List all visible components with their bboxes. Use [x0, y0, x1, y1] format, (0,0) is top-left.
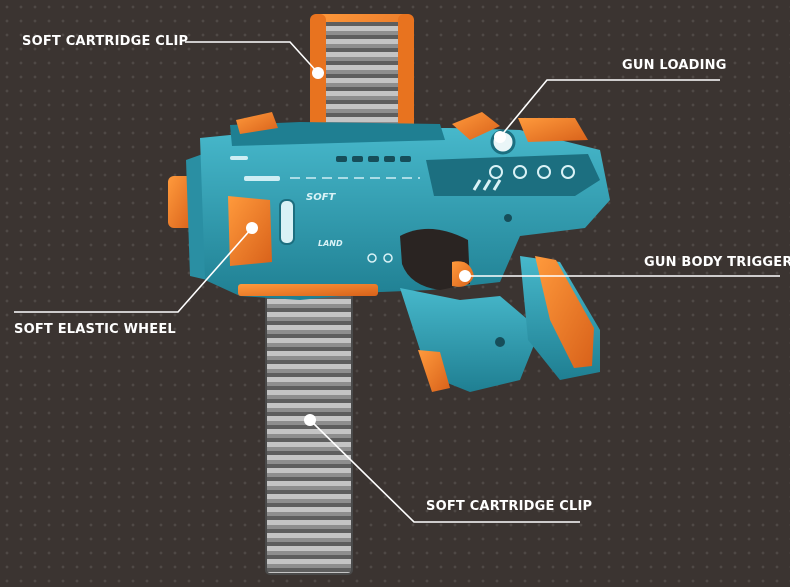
label-bottom-cartridge-clip: SOFT CARTRIDGE CLIP [426, 499, 593, 514]
callout-lines [14, 41, 780, 523]
callout-dot-loading [494, 131, 506, 143]
callout-line-top-clip [185, 41, 319, 74]
label-soft-elastic-wheel: SOFT ELASTIC WHEEL [14, 322, 176, 337]
label-top-cartridge-clip: SOFT CARTRIDGE CLIP [22, 34, 189, 49]
callout-dot-wheel [246, 222, 258, 234]
top-cartridge-clip [310, 14, 414, 132]
callout-dot-top-clip [312, 67, 324, 79]
grip-insert [535, 256, 594, 368]
callout-dots [246, 67, 506, 426]
callout-line-loading [499, 79, 720, 138]
blaster-body [168, 112, 610, 392]
callout-dot-trigger [459, 270, 471, 282]
label-gun-body-trigger: GUN BODY TRIGGER [644, 255, 790, 270]
label-gun-loading: GUN LOADING [622, 58, 727, 73]
brand-decal: SOFT [306, 192, 337, 203]
callout-line-wheel [14, 227, 253, 313]
bottom-cartridge-clip [265, 291, 353, 575]
callout-dot-bottom-clip [304, 414, 316, 426]
model-decal: LAND [318, 239, 343, 248]
callout-line-bottom-clip [309, 419, 580, 523]
